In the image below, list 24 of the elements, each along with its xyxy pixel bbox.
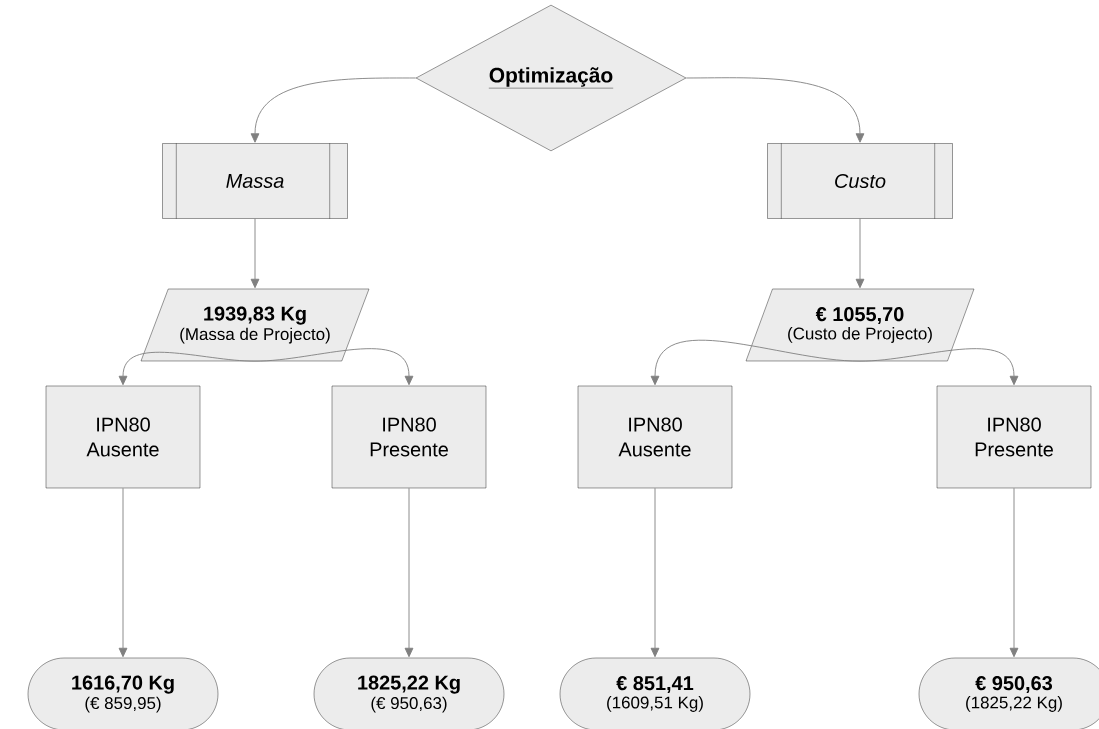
process-box: IPN80 Presente bbox=[331, 385, 487, 489]
arrow bbox=[1009, 487, 1019, 658]
data-parallelogram: 1939,83 Kg (Massa de Projecto) bbox=[140, 288, 370, 362]
arrow bbox=[118, 487, 128, 658]
arrow bbox=[859, 348, 1019, 386]
data-parallelogram: € 1055,70 (Custo de Projecto) bbox=[745, 288, 975, 362]
arrow bbox=[250, 77, 417, 143]
arrow bbox=[650, 487, 660, 658]
arrow bbox=[118, 351, 256, 386]
arrow bbox=[650, 339, 861, 386]
subprocess-box: Massa bbox=[162, 143, 348, 219]
arrow bbox=[250, 218, 260, 289]
arrow bbox=[855, 218, 865, 289]
subprocess-box: Custo bbox=[767, 143, 953, 219]
arrow bbox=[685, 77, 865, 143]
arrow bbox=[254, 348, 414, 386]
terminal-box: € 950,63 (1825,22 Kg) bbox=[918, 657, 1099, 729]
process-box: IPN80 Presente bbox=[936, 385, 1092, 489]
terminal-box: 1825,22 Kg (€ 950,63) bbox=[313, 657, 505, 729]
arrow bbox=[404, 487, 414, 658]
process-box: IPN80 Ausente bbox=[577, 385, 733, 489]
terminal-box: 1616,70 Kg (€ 859,95) bbox=[27, 657, 219, 729]
terminal-box: € 851,41 (1609,51 Kg) bbox=[559, 657, 751, 729]
process-box: IPN80 Ausente bbox=[45, 385, 201, 489]
